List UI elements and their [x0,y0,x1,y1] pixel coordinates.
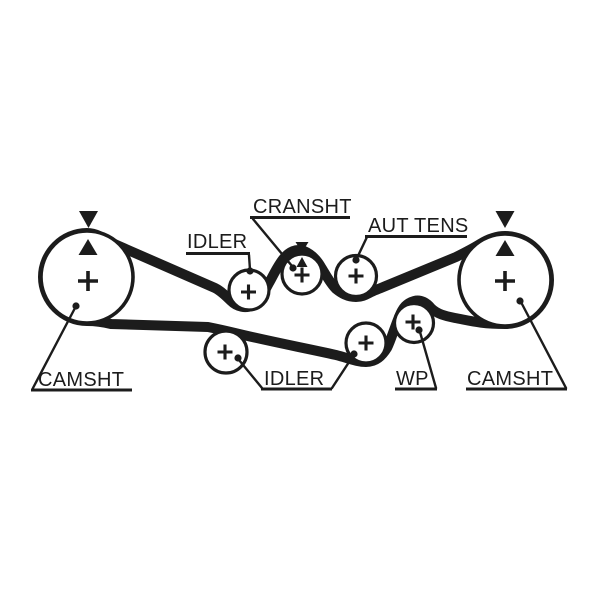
idler-bottom-right-leader-line [330,354,355,390]
idler-bottom-mid-center-cross [358,335,374,351]
camshaft-right-leader-dot [516,297,524,305]
timing-mark-down-icon [295,242,309,253]
idler-top-label: IDLER [187,231,247,253]
water-pump-center-cross [405,314,421,330]
crankshaft-center-cross [294,267,310,283]
camshaft-left-leader-line [31,306,77,390]
water-pump-label: WP [396,368,429,390]
crankshaft-leader-line [251,217,294,268]
tensioner-center-cross [348,268,364,284]
camshaft-right-label: CAMSHT [467,368,553,390]
idler-bottom-left-center-cross [217,344,233,360]
timing-mark-down-icon [79,211,98,228]
idler-top-leader-dot [246,267,254,275]
idler-bottom-right-leader-dot [350,350,358,358]
timing-mark-up-icon [78,239,98,255]
camshaft-left-leader-dot [72,302,80,310]
camshaft-right-leader-line [520,302,568,390]
timing-mark-up-icon [495,240,515,256]
water-pump-leader-dot [415,326,423,334]
camshaft-right-center-cross [495,271,515,291]
timing-mark-up-icon [296,257,308,267]
camshaft-left-label: CAMSHT [38,369,124,391]
crankshaft-label: CRANSHT [253,196,352,218]
water-pump-leader-line [418,330,438,390]
tensioner-label: AUT TENS [368,215,469,237]
idler-bottom-left-leader-dot [234,354,242,362]
timing-mark-down-icon [495,211,515,228]
crankshaft-leader-dot [289,264,297,272]
idler-bottom-label: IDLER [264,368,324,390]
camshaft-left-center-cross [78,271,98,291]
idler-bottom-left-leader-line [237,358,264,390]
tensioner-leader-line [355,235,369,260]
tensioner-leader-dot [352,256,360,264]
idler-top-center-cross [241,284,256,300]
